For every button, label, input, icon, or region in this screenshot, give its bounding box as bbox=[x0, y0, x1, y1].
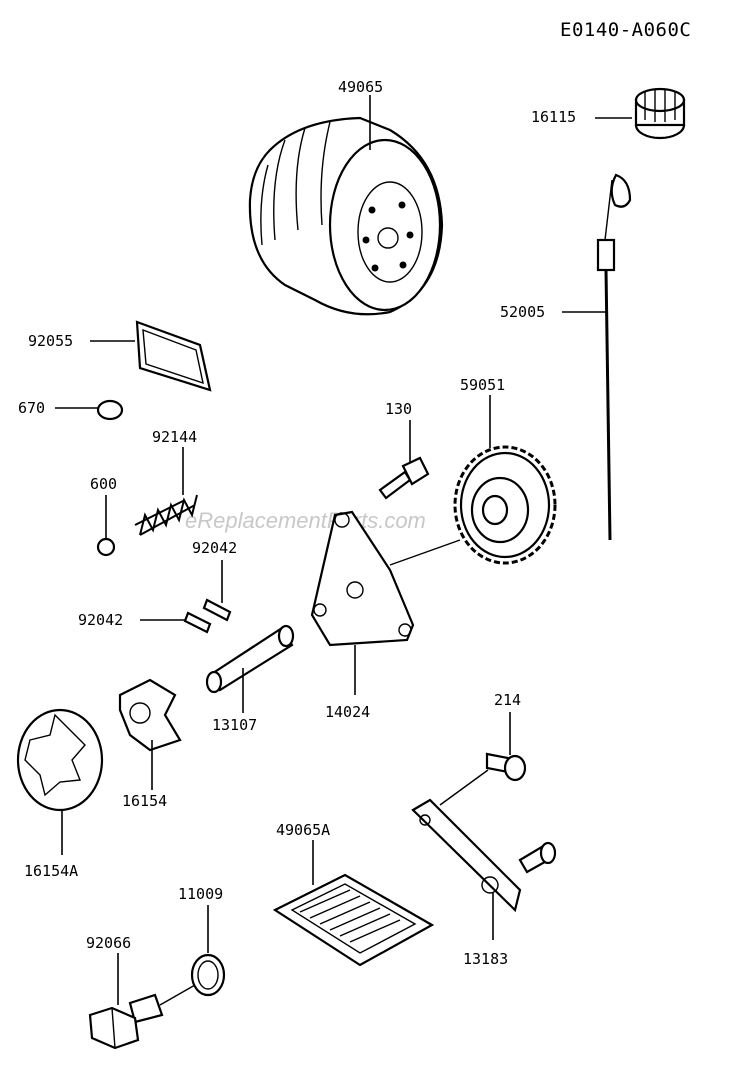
outer-rotor-part[interactable] bbox=[16, 708, 104, 812]
label-bracket: 13183 bbox=[463, 950, 508, 968]
label-shaft: 13107 bbox=[212, 716, 257, 734]
label-cover-plate: 14024 bbox=[325, 703, 370, 721]
label-pin-upper: 92042 bbox=[192, 539, 237, 557]
label-ball: 600 bbox=[90, 475, 117, 493]
label-gasket: 92055 bbox=[28, 332, 73, 350]
label-pin-lower: 92042 bbox=[78, 611, 123, 629]
pin-lower-part[interactable] bbox=[183, 611, 212, 634]
label-inner-rotor: 16154 bbox=[122, 792, 167, 810]
label-washer: 11009 bbox=[178, 885, 223, 903]
label-gear: 59051 bbox=[460, 376, 505, 394]
bolt-130-part[interactable] bbox=[378, 456, 430, 500]
label-strainer: 49065A bbox=[276, 821, 330, 839]
shaft-part[interactable] bbox=[205, 624, 295, 694]
label-bolt-214: 214 bbox=[494, 691, 521, 709]
bolt-214-part[interactable] bbox=[485, 752, 527, 782]
label-dipstick: 52005 bbox=[500, 303, 545, 321]
gear-part[interactable] bbox=[453, 445, 557, 565]
drain-plug-part[interactable] bbox=[88, 993, 164, 1050]
diagram-code: E0140-A060C bbox=[560, 19, 691, 41]
ball-part[interactable] bbox=[96, 537, 116, 557]
strainer-part[interactable] bbox=[272, 873, 435, 967]
label-outer-rotor: 16154A bbox=[24, 862, 78, 880]
o-ring-small-part[interactable] bbox=[96, 399, 124, 421]
oil-filter-part[interactable] bbox=[248, 116, 444, 316]
bracket-part[interactable] bbox=[411, 798, 557, 913]
label-drain-plug: 92066 bbox=[86, 934, 131, 952]
watermark: eReplacementParts.com bbox=[185, 508, 426, 533]
oil-cap-part[interactable] bbox=[634, 87, 686, 140]
gasket-plate-part[interactable] bbox=[135, 320, 212, 392]
washer-part[interactable] bbox=[190, 953, 226, 997]
label-oil-cap: 16115 bbox=[531, 108, 576, 126]
label-o-ring-small: 670 bbox=[18, 399, 45, 417]
inner-rotor-part[interactable] bbox=[118, 678, 182, 752]
cover-plate-part[interactable] bbox=[310, 510, 415, 647]
dipstick-part[interactable] bbox=[596, 173, 632, 541]
label-bolt-130: 130 bbox=[385, 400, 412, 418]
label-spring: 92144 bbox=[152, 428, 197, 446]
label-oil-filter: 49065 bbox=[338, 78, 383, 96]
pin-upper-part[interactable] bbox=[202, 598, 232, 622]
spring-part[interactable] bbox=[134, 494, 198, 536]
